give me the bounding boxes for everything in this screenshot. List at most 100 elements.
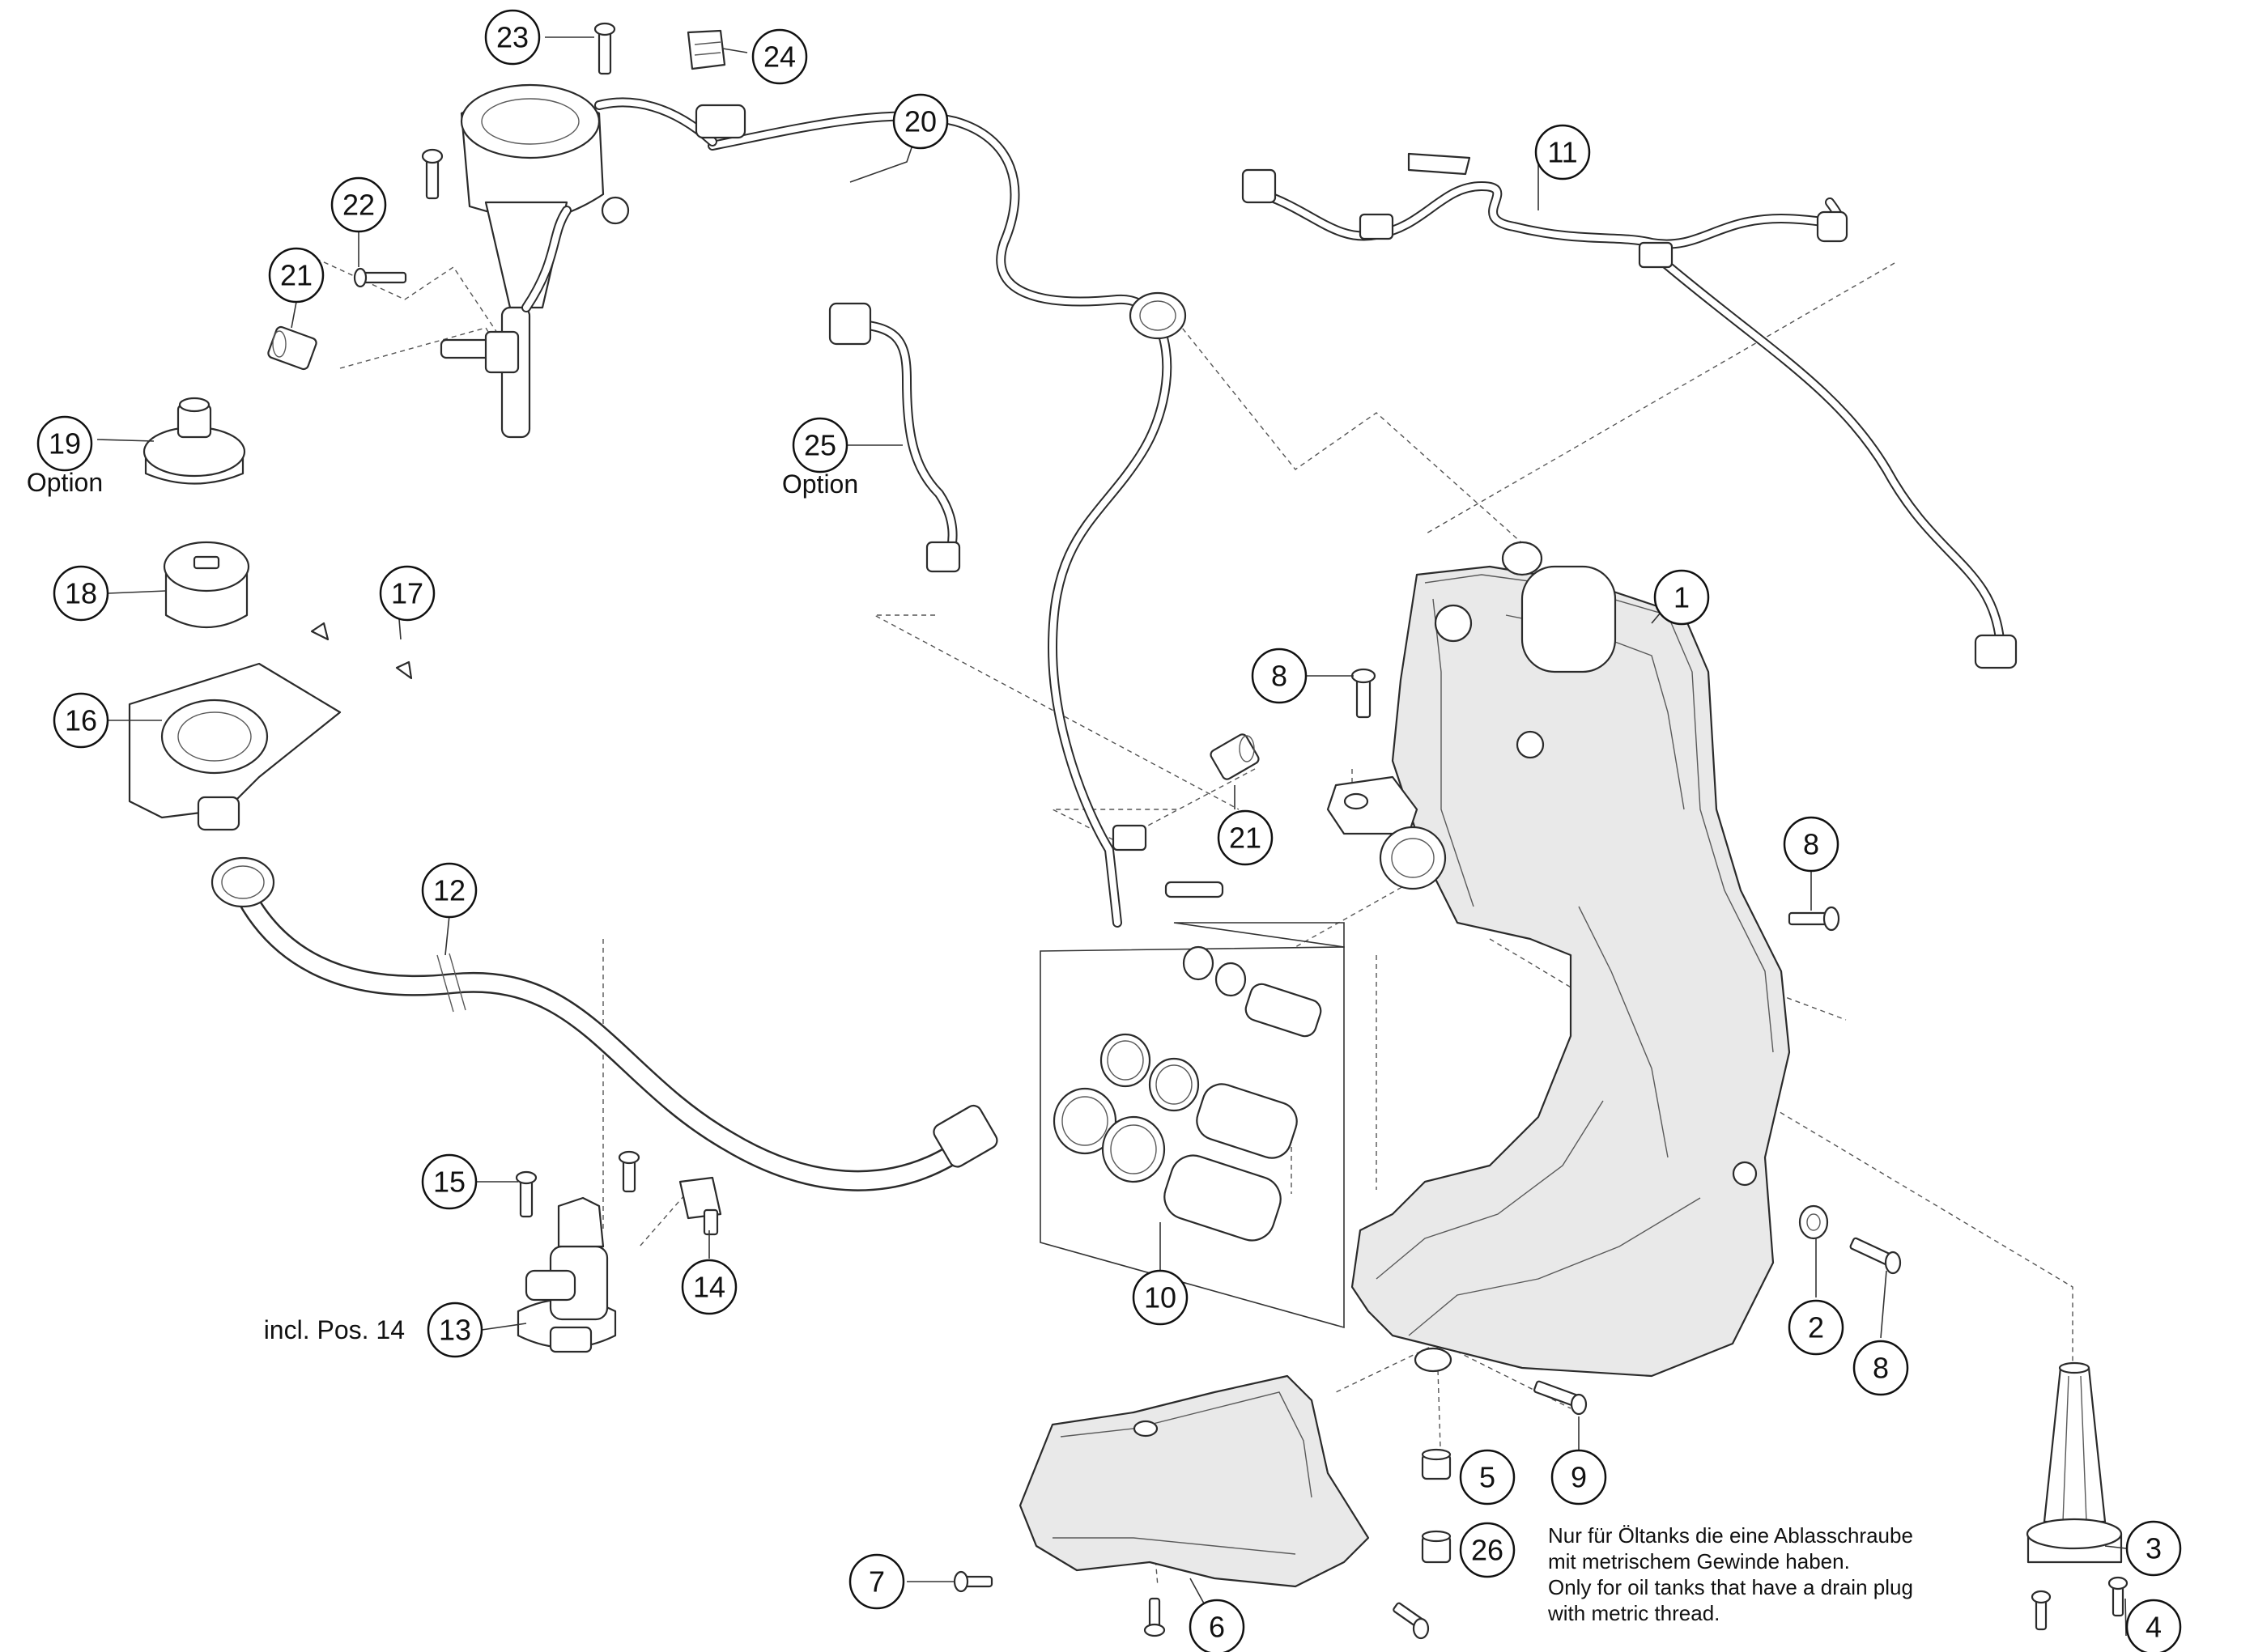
part-8-screw-right [1788,906,1840,932]
svg-text:19: 19 [49,427,81,461]
callout-23: 23 [484,9,541,66]
part-11-vent-line [1241,152,2018,669]
svg-text:7: 7 [869,1565,885,1599]
part-2-grommet [1798,1204,1829,1240]
svg-text:8: 8 [1271,660,1287,693]
part-15-screw-2 [618,1150,640,1193]
callout-2: 2 [1788,1299,1844,1356]
part-18-filler-cap [163,541,250,628]
svg-text:11: 11 [1547,136,1577,169]
callout-9: 9 [1550,1449,1607,1505]
part-22-screw [353,267,407,288]
callout-16: 16 [53,692,109,749]
callout-8-top: 8 [1251,648,1308,704]
svg-text:20: 20 [904,105,937,138]
part-19-filler-cap-option [142,397,246,485]
part-9-screw [1533,1380,1588,1416]
svg-text:21: 21 [1229,822,1261,855]
callout-8-right: 8 [1783,816,1839,873]
part-12-return-hose [211,856,998,1191]
svg-text:22: 22 [342,189,375,222]
svg-text:3: 3 [2146,1532,2162,1565]
callout-6: 6 [1189,1599,1245,1652]
note-line-4: with metric thread. [1547,1601,1720,1625]
callout-5: 5 [1459,1449,1516,1505]
part-8-screw-lower [1849,1237,1902,1275]
svg-text:6: 6 [1209,1611,1225,1644]
breather-separator-assembly [440,83,746,439]
part-8-screw-top [1350,668,1376,719]
callout-19: 19 [36,415,93,472]
callout-1: 1 [1653,569,1710,626]
breather-screw [421,148,444,200]
callout-24: 24 [751,28,808,85]
part-21-connector-top [267,325,317,371]
svg-text:2: 2 [1808,1311,1824,1344]
part-17-clip [310,622,413,680]
part-6-heat-shield [1019,1374,1370,1588]
callout-14: 14 [681,1259,738,1315]
svg-text:1: 1 [1673,581,1690,614]
option-label-19: Option [27,468,103,497]
svg-text:15: 15 [433,1166,466,1199]
part-5-drain-plug [1421,1448,1452,1480]
svg-text:14: 14 [693,1271,725,1304]
part-10-seal-kit [1040,922,1345,1329]
part-3-level-sensor [2026,1361,2123,1564]
part-26-drain-plug-metric [1421,1530,1452,1564]
callout-25: 25 [792,417,848,474]
svg-text:13: 13 [439,1314,471,1347]
callout-22: 22 [330,176,387,233]
callout-15: 15 [421,1153,478,1210]
part-7-screw-bottom [1143,1597,1166,1637]
callout-8-lower: 8 [1852,1340,1909,1396]
part-1-oil-tank [1326,541,1791,1378]
part-13-thermostat-housing [517,1196,617,1353]
svg-text:23: 23 [496,21,529,54]
svg-text:8: 8 [1803,828,1819,861]
callout-12: 12 [421,862,478,919]
svg-text:9: 9 [1571,1461,1587,1494]
svg-text:26: 26 [1471,1534,1503,1567]
note-line-3: Only for oil tanks that have a drain plu… [1548,1575,1913,1599]
part-7-screw-right [1393,1602,1430,1640]
svg-text:10: 10 [1144,1281,1176,1314]
svg-text:16: 16 [65,704,97,737]
part-4-screw-2 [2107,1576,2129,1617]
callout-21-mid: 21 [1217,809,1274,866]
svg-text:12: 12 [433,874,466,907]
incl-pos-14-label: incl. Pos. 14 [264,1315,405,1344]
svg-text:17: 17 [391,577,423,610]
svg-text:24: 24 [763,40,796,74]
part-25-vent-tube-option [828,302,961,573]
callout-21-top: 21 [268,247,325,304]
callout-4: 4 [2125,1599,2182,1652]
svg-text:18: 18 [65,577,97,610]
callout-13: 13 [427,1302,483,1358]
svg-text:21: 21 [280,259,313,292]
part-16-filler-neck-flange [128,662,342,831]
option-label-25: Option [782,469,858,499]
callout-20: 20 [892,93,949,150]
part-4-screw [2031,1590,2052,1631]
callout-18: 18 [53,565,109,622]
part-7-screw [953,1570,993,1593]
svg-text:5: 5 [1479,1461,1495,1494]
drain-plug-note: Nur für Öltanks die eine Ablasschraube m… [1547,1523,1913,1625]
note-line-1: Nur für Öltanks die eine Ablasschraube [1548,1523,1913,1548]
callout-26: 26 [1459,1522,1516,1578]
callout-3: 3 [2125,1520,2182,1577]
part-20-breather-hose [708,111,1224,928]
part-14-sensor [678,1176,722,1236]
callout-17: 17 [379,565,436,622]
svg-text:4: 4 [2146,1611,2162,1644]
part-23-screw [593,22,616,75]
callout-7: 7 [848,1553,905,1610]
callout-11: 11 [1534,124,1591,180]
callout-10: 10 [1132,1269,1189,1326]
svg-text:25: 25 [804,429,836,462]
note-line-2: mit metrischem Gewinde haben. [1548,1549,1850,1573]
part-21-connector-mid [1210,733,1260,780]
part-15-screw [515,1170,538,1218]
